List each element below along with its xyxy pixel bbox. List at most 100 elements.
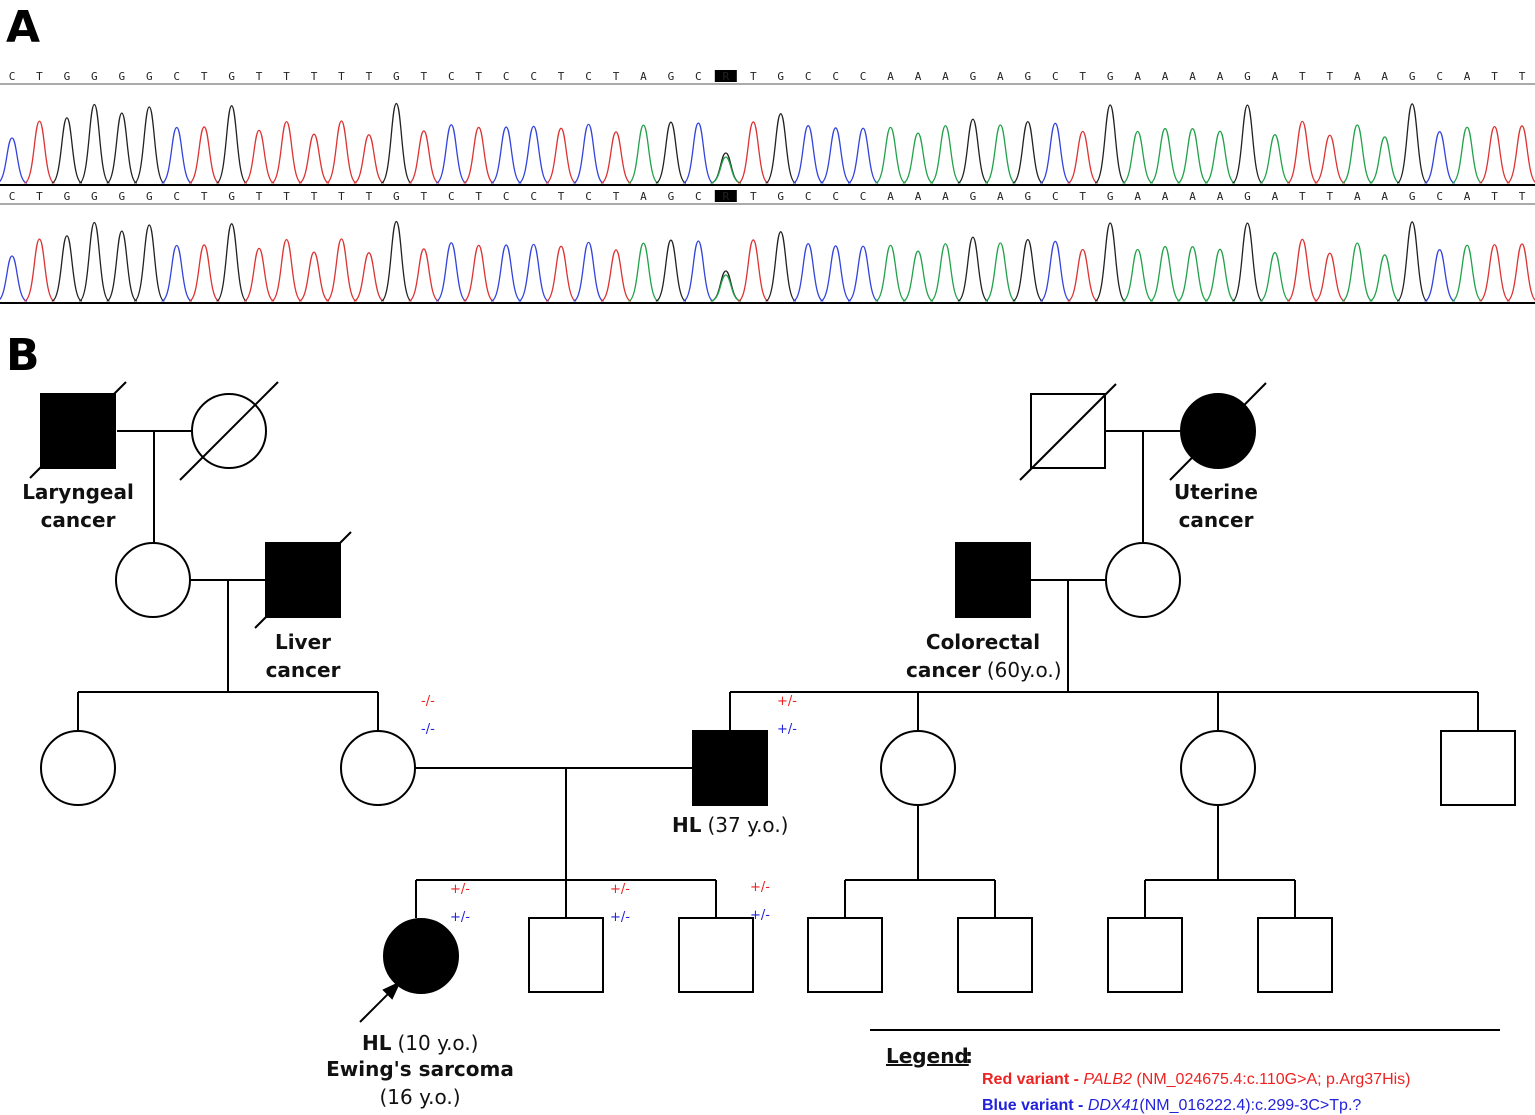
trace-peak [737, 239, 769, 302]
trace-peak [1094, 222, 1126, 302]
colorectal-age: (60y.o.) [987, 658, 1062, 682]
base-call: T [1079, 190, 1086, 203]
genotype-mother-blue: -/- [421, 722, 435, 737]
base-call: G [393, 190, 400, 203]
base-call: A [915, 70, 922, 83]
genotype-brother1-blue: +/- [610, 910, 630, 925]
legend-red-gene: PALB2 [1083, 1071, 1132, 1088]
base-call: A [1134, 190, 1141, 203]
trace-peak [682, 240, 714, 302]
panel-letter-b: B [6, 330, 40, 381]
genotype-brother2-blue: +/- [750, 908, 770, 923]
trace-peak [271, 238, 302, 302]
trace-peak [326, 238, 357, 302]
base-call: G [777, 190, 784, 203]
trace-peak [1314, 134, 1346, 184]
genotype-brother2-red: +/- [750, 880, 770, 895]
base-call: C [832, 190, 839, 203]
trace-peak [1314, 252, 1346, 302]
base-call: T [475, 190, 482, 203]
trace-peak [1231, 222, 1264, 302]
base-highlight-box [714, 70, 737, 82]
trace-peak [326, 120, 357, 184]
trace-peak [161, 244, 193, 302]
trace-peak [188, 244, 220, 302]
pedigree [29, 381, 1516, 1031]
unaffected-female-maternal-grandmother [115, 542, 191, 618]
trace-peak [518, 243, 550, 302]
trace-peak [628, 242, 659, 302]
base-call: G [393, 70, 400, 83]
trace-peak [957, 118, 989, 184]
base-call: A [1189, 70, 1196, 83]
legend-title-colon: : [965, 1044, 973, 1068]
trace-peak [51, 235, 83, 302]
trace-peak [463, 126, 495, 184]
trace-peak [106, 112, 138, 184]
base-call: A [887, 190, 894, 203]
base-call: C [503, 70, 510, 83]
uterine-label-line1: Uterine [1174, 480, 1258, 504]
proband-age: (10 y.o.) [397, 1031, 478, 1055]
base-call: G [91, 70, 98, 83]
base-call: G [64, 70, 71, 83]
trace-peak [1067, 248, 1099, 302]
base-call: T [1327, 190, 1334, 203]
trace-peak [353, 134, 385, 184]
trace-peak [353, 252, 385, 302]
trace-peak [380, 220, 413, 302]
legend-title: Legend [886, 1044, 969, 1068]
legend-title-text: Legend [886, 1044, 969, 1068]
base-call: G [119, 190, 126, 203]
base-call: C [448, 70, 455, 83]
deceased-slash [254, 531, 352, 629]
base-call: G [119, 70, 126, 83]
trace-peak [1177, 246, 1208, 302]
base-call: A [1162, 70, 1169, 83]
base-call: C [1052, 190, 1059, 203]
base-call: A [1464, 70, 1471, 83]
base-call: T [366, 190, 373, 203]
pedigree-labels-inline: cancer(60y.o.) HL(37 y.o.) HL(10 y.o.) [362, 658, 1062, 1055]
trace-peak [902, 132, 934, 184]
base-call: T [366, 70, 373, 83]
trace-peak [573, 241, 604, 302]
trace-peak [1396, 103, 1428, 184]
trace-peak [930, 243, 961, 302]
trace-track-1 [0, 102, 1535, 184]
base-call: A [1464, 190, 1471, 203]
unaffected-female-paternal-aunt-1 [880, 730, 956, 806]
base-call: T [36, 190, 43, 203]
base-call: G [1244, 190, 1251, 203]
proband-arrow [359, 980, 402, 1023]
trace-peak [1094, 104, 1126, 184]
base-call: T [750, 70, 757, 83]
base-call: G [777, 70, 784, 83]
trace-peak [1506, 243, 1535, 302]
trace-peak [1341, 124, 1373, 184]
genotype-proband-blue: +/- [450, 910, 470, 925]
base-call: G [146, 190, 153, 203]
affected-male-paternal-grandfather [955, 542, 1031, 618]
trace-peak [1424, 131, 1456, 184]
trace-peak [600, 249, 632, 302]
affected-male-father [692, 730, 768, 806]
deceased-slash [179, 381, 279, 481]
affected-female-proband [383, 918, 459, 994]
proband-label-line1: HL(10 y.o.) [362, 1031, 478, 1055]
base-call: A [640, 190, 647, 203]
unaffected-female-mother [340, 730, 416, 806]
base-call: C [860, 70, 867, 83]
liver-label-line1: Liver [275, 630, 331, 654]
trace-peak [271, 120, 302, 184]
trace-peak [408, 248, 440, 302]
trace-peak [1039, 122, 1071, 184]
legend-blue-label: Blue variant - [982, 1097, 1088, 1114]
base-call: G [1107, 70, 1114, 83]
base-call: T [421, 190, 428, 203]
trace-peak [1369, 254, 1401, 302]
base-call: T [256, 70, 263, 83]
trace-peak [765, 113, 797, 184]
trace-peak [24, 120, 55, 184]
